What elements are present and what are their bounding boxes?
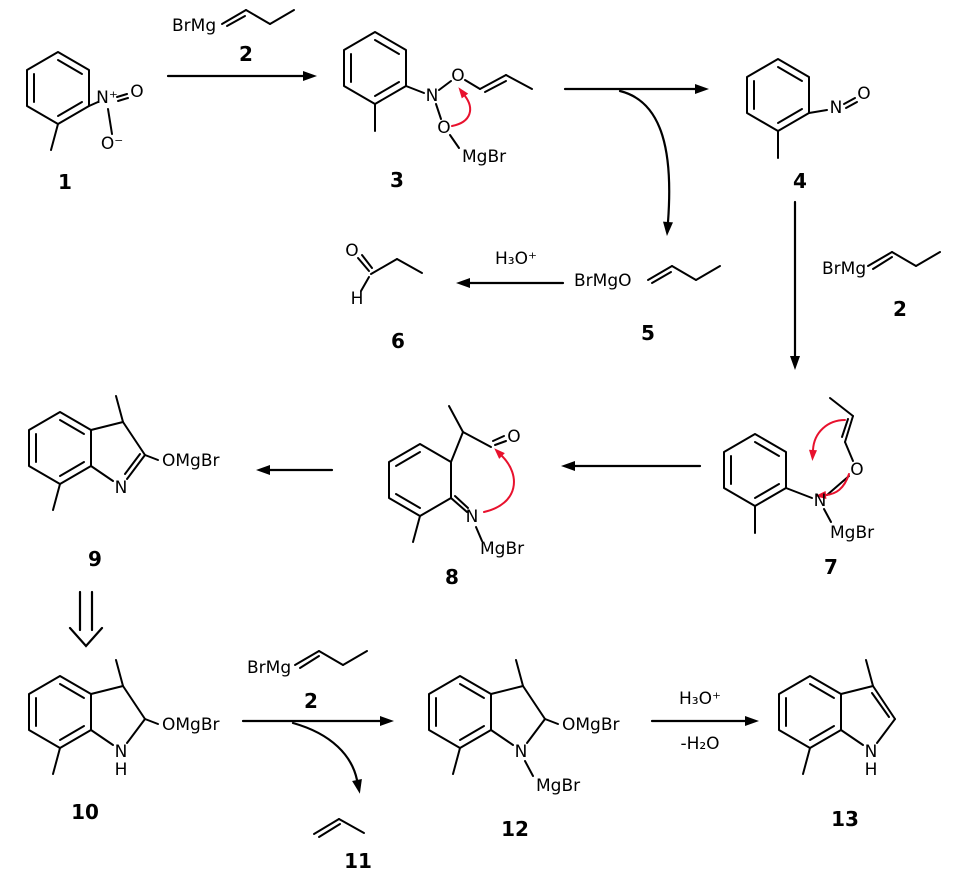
reagent-2-right-skeleton [867,251,941,270]
compound-8-number: 8 [445,565,459,589]
brmg-label: BrMg [247,658,291,678]
compound-13-skeleton [778,659,896,775]
compound-8: O N MgBr 8 [388,405,524,589]
nitrogen-label: N [830,98,843,118]
reaction-arrow-3-4 [563,84,709,236]
compound-4-skeleton [746,58,858,159]
reagent-2-bottom-number: 2 [304,689,318,713]
oxygen-label: O [857,84,870,104]
nitrogen-label: N [814,491,827,511]
nitrogen-label: N [115,742,128,762]
compound-9-number: 9 [88,547,102,571]
oxygen-label: O [507,427,520,447]
nitrogen-label: N [466,507,479,527]
compound-13-number: 13 [831,807,859,831]
electron-pushing-arrow [809,419,846,461]
compound-12-number: 12 [501,817,529,841]
double-arrow-9-10 [68,590,104,648]
brmgo-label: BrMgO [574,271,632,291]
compound-12-skeleton [428,659,559,777]
compound-7-number: 7 [824,555,838,579]
oxygen-label: O [345,241,358,261]
nitrogen-label: N [865,742,878,762]
reaction-arrow-10-12 [241,716,394,794]
reagent-2-right-number: 2 [893,297,907,321]
compound-10-number: 10 [71,800,99,824]
oxygen-label: O [451,66,464,86]
reagent-2-bottom-skeleton [294,650,368,669]
hydrogen-label: H [351,289,364,309]
reagent-2-bottom: BrMg 2 [247,650,368,713]
compound-1-number: 1 [58,170,72,194]
omgbr-label: OMgBr [562,715,620,735]
nitro-nitrogen-label: N⁺ [96,88,118,108]
compound-11-number: 11 [344,849,372,873]
compound-7-skeleton [723,397,854,534]
compound-3: N O O MgBr 3 [343,31,533,192]
electron-pushing-arrow [483,448,515,513]
compound-11-skeleton [313,818,365,838]
reagent-2-top-skeleton [221,9,295,27]
compound-13: N H 13 [778,659,896,831]
brmg-label: BrMg [172,16,216,36]
hydronium-label: H₃O⁺ [679,689,721,709]
electron-pushing-arrow [451,87,472,127]
branch-arrow-to-11 [291,721,362,794]
reaction-arrow-5-6: H₃O⁺ [456,249,565,288]
hydronium-label: H₃O⁺ [495,249,537,269]
n-h-label: H [115,760,128,780]
compound-11: 11 [313,818,372,873]
reaction-arrow-12-13: H₃O⁺ -H₂O [650,689,759,754]
mgbr-label: MgBr [480,539,524,559]
n-h-label: H [865,760,878,780]
compound-6-number: 6 [391,329,405,353]
compound-6-skeleton [357,254,423,292]
compound-5-skeleton [647,265,721,284]
compound-3-number: 3 [390,168,404,192]
compound-1: N⁺ O O⁻ 1 [26,51,144,194]
oxygen-label: O [850,460,863,480]
compound-9-skeleton [28,395,159,511]
compound-10: N H OMgBr 10 [28,659,220,824]
compound-4: N O 4 [746,58,871,193]
mgbr-label: MgBr [462,147,506,167]
compound-9: N OMgBr 9 [28,395,220,571]
nitrogen-label: N [115,478,128,498]
mgbr-label: MgBr [536,776,580,796]
reagent-2-top-number: 2 [239,42,253,66]
compound-6: O H 6 [345,241,423,353]
compound-5: BrMgO 5 [574,265,721,345]
mgbr-label: MgBr [830,523,874,543]
compound-7: N O MgBr 7 [723,397,874,579]
compound-5-number: 5 [641,321,655,345]
compound-8-skeleton [388,405,507,543]
omgbr-label: OMgBr [162,451,220,471]
nitrogen-label: N [426,86,439,106]
compound-4-number: 4 [793,169,807,193]
compound-1-skeleton [26,51,129,151]
branch-arrow-to-5 [618,89,673,236]
oxygen-label: O [437,118,450,138]
compound-3-skeleton [343,31,533,149]
reagent-2-top: BrMg 2 [172,9,295,66]
reagent-2-right: BrMg 2 [822,251,941,321]
electron-pushing-arrow [815,473,850,499]
nitro-oxide-label: O⁻ [101,134,123,154]
dehydration-label: -H₂O [680,734,719,754]
compound-10-skeleton [28,659,159,775]
nitro-oxygen-label: O [130,82,143,102]
nitrogen-label: N [515,742,528,762]
compound-12: N OMgBr MgBr 12 [428,659,620,841]
brmg-label: BrMg [822,259,866,279]
omgbr-label: OMgBr [162,715,220,735]
